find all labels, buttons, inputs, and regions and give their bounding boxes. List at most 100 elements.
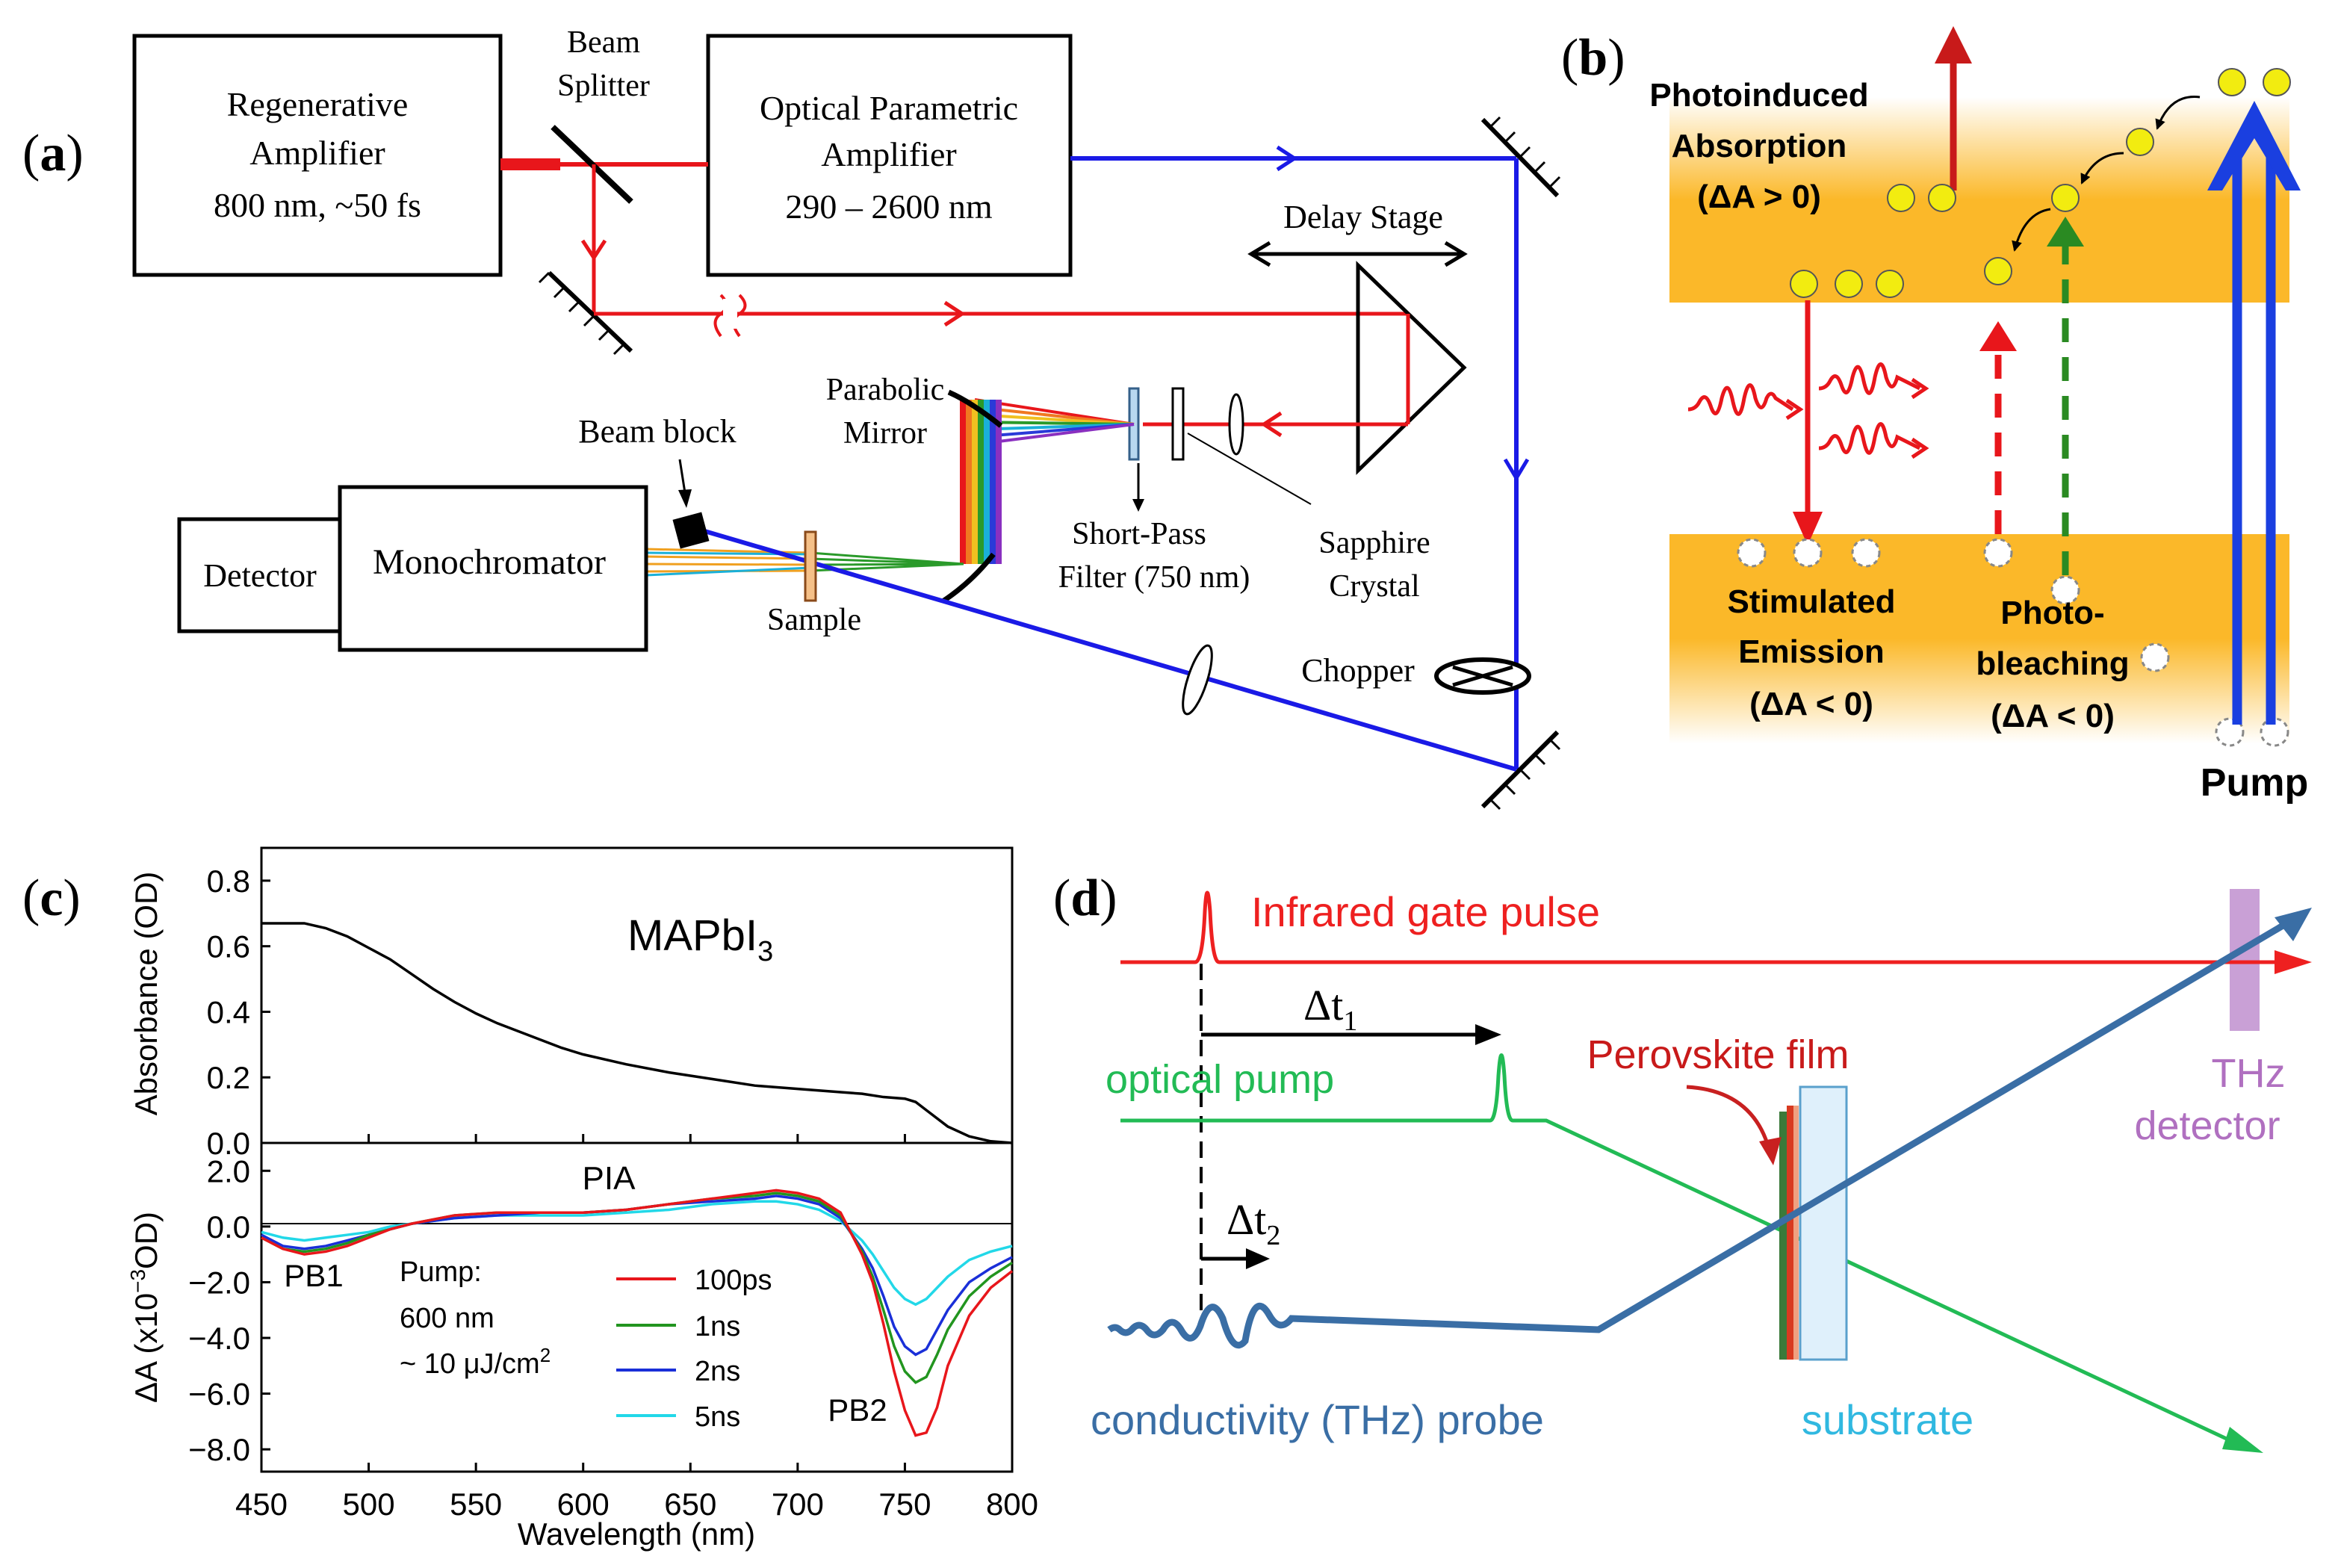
short-pass-line1: Short-Pass [1072,517,1206,551]
regen-output-beam [500,158,560,170]
x-tick-label: 450 [235,1487,288,1522]
regen-amp-box [132,34,503,277]
bottom-y-tick-label: −2.0 [188,1265,250,1300]
beam-splitter-line1: Beam [567,25,640,60]
delay-stage-label: Delay Stage [1283,199,1443,235]
pb2-label: PB2 [828,1392,887,1428]
bottom-y-tick-label: −8.0 [188,1432,250,1467]
regen-amp-line2: Amplifier [249,134,385,172]
beam-block-label: Beam block [578,413,736,450]
pia-c-label: PIA [583,1160,636,1197]
ta-legend: 100ps 1ns 2ns 5ns [616,1265,772,1433]
pump-info-line3: ~ 10 μJ/cm2 [400,1344,551,1380]
monochromator-box [338,485,648,652]
sample-label: Sample [767,603,861,637]
regen-amp-line3: 800 nm, ~50 fs [214,186,421,224]
pump-info-line2: 600 nm [400,1303,494,1334]
bottom-ylabel: ΔA (x10−3OD) [126,1212,164,1403]
optical-pump-line [1120,1053,2242,1448]
focusing-lens [1228,393,1244,456]
probe-label: conductivity (THz) probe [1091,1396,1544,1443]
legend-100ps: 100ps [695,1265,772,1296]
top-ylabel: Absorbance (OD) [128,872,164,1116]
conduction-band [1669,97,2289,303]
absorbance-series-line [261,922,1013,1144]
parabolic-mirror-line1: Parabolic [826,373,945,407]
pump-info-line1: Pump: [400,1256,482,1288]
ta-plot [261,1189,1014,1437]
ta-series-5ns [261,1200,1013,1307]
holes [1737,538,2289,747]
absorbance-plot [261,922,1013,1144]
monochromator-label: Monochromator [373,542,606,582]
sapphire-line1: Sapphire [1318,526,1430,560]
substrate [1799,1085,1848,1361]
xlabel: Wavelength (nm) [518,1516,755,1552]
parabolic-mirror-line2: Mirror [843,416,927,450]
compound-label: MAPbI3 [627,911,773,967]
se-line1: Stimulated [1728,583,1896,620]
mirror-lower-left [538,270,633,356]
gate-pulse-line [1120,890,2293,964]
regen-amp-line1: Regenerative [227,85,409,123]
panel-a-label: (a) [22,125,84,182]
x-tick-label: 700 [772,1487,824,1522]
ta-series-2ns [261,1194,1013,1357]
opa-line3: 290 – 2600 nm [785,188,993,226]
sample-plate [804,530,817,602]
panel-b-label: (b) [1561,29,1625,87]
top-y-tick-label: 0.2 [207,1060,250,1095]
top-y-tick-label: 0.0 [207,1126,250,1161]
substrate-label: substrate [1802,1396,1973,1443]
panel-d: (d) Infrared gate pulse Δt1 optical pump… [1053,870,2312,1453]
x-tick-label: 650 [664,1487,716,1522]
x-tick-label: 500 [343,1487,395,1522]
pia-line2: Absorption [1672,128,1847,164]
thz-probe-wave [1107,912,2303,1349]
dt1-label: Δt1 [1303,981,1357,1037]
sapphire-line2: Crystal [1329,569,1419,604]
x-tick-label: 750 [878,1487,931,1522]
bottom-y-tick-label: 0.0 [207,1209,250,1245]
panel-c-label: (c) [22,870,81,927]
white-light-continuum [645,398,1135,577]
bottom-y-tick-label: −4.0 [188,1321,250,1356]
top-y-tick-label: 0.4 [207,994,250,1029]
excited-electrons [1790,68,2291,298]
gate-label: Infrared gate pulse [1251,888,1600,935]
legend-1ns: 1ns [695,1311,740,1342]
ta-axes [260,1141,1014,1473]
pia-line3: (ΔA > 0) [1697,179,1821,215]
ta-series-1ns [261,1192,1013,1384]
top-y-tick-label: 0.8 [207,864,250,899]
thz-label-line1: THz [2212,1051,2286,1096]
opa-line2: Amplifier [821,135,956,173]
chopper [1434,657,1531,695]
pump-lens [1182,644,1213,716]
bottom-y-tick-label: 2.0 [207,1153,250,1189]
x-tick-label: 800 [986,1487,1038,1522]
dt2-label: Δt2 [1227,1195,1280,1251]
thz-label-line2: detector [2134,1103,2280,1148]
thz-detector [2230,889,2260,1031]
perovskite-film-red [1787,1106,1793,1360]
x-tick-label: 600 [557,1487,610,1522]
top-y-tick-label: 0.6 [207,929,250,964]
short-pass-line2: Filter (750 nm) [1058,560,1250,595]
panel-b: (b) Photoinduced Absorption (ΔA > 0) [1561,26,2308,805]
optical-pump-label: optical pump [1106,1057,1334,1102]
chopper-label: Chopper [1301,652,1415,689]
mirror-lower-right [1480,730,1561,811]
legend-2ns: 2ns [695,1356,740,1387]
perovskite-film-green [1779,1112,1787,1360]
se-line3: (ΔA < 0) [1749,686,1873,722]
parabolic-mirror-lower [941,552,996,604]
opa-line1: Optical Parametric [760,89,1018,127]
panel-d-label: (d) [1053,870,1117,927]
pump-label: Pump [2201,761,2308,805]
valence-band [1669,534,2289,743]
opa-box [706,34,1073,277]
bottom-y-tick-label: −6.0 [188,1377,250,1412]
